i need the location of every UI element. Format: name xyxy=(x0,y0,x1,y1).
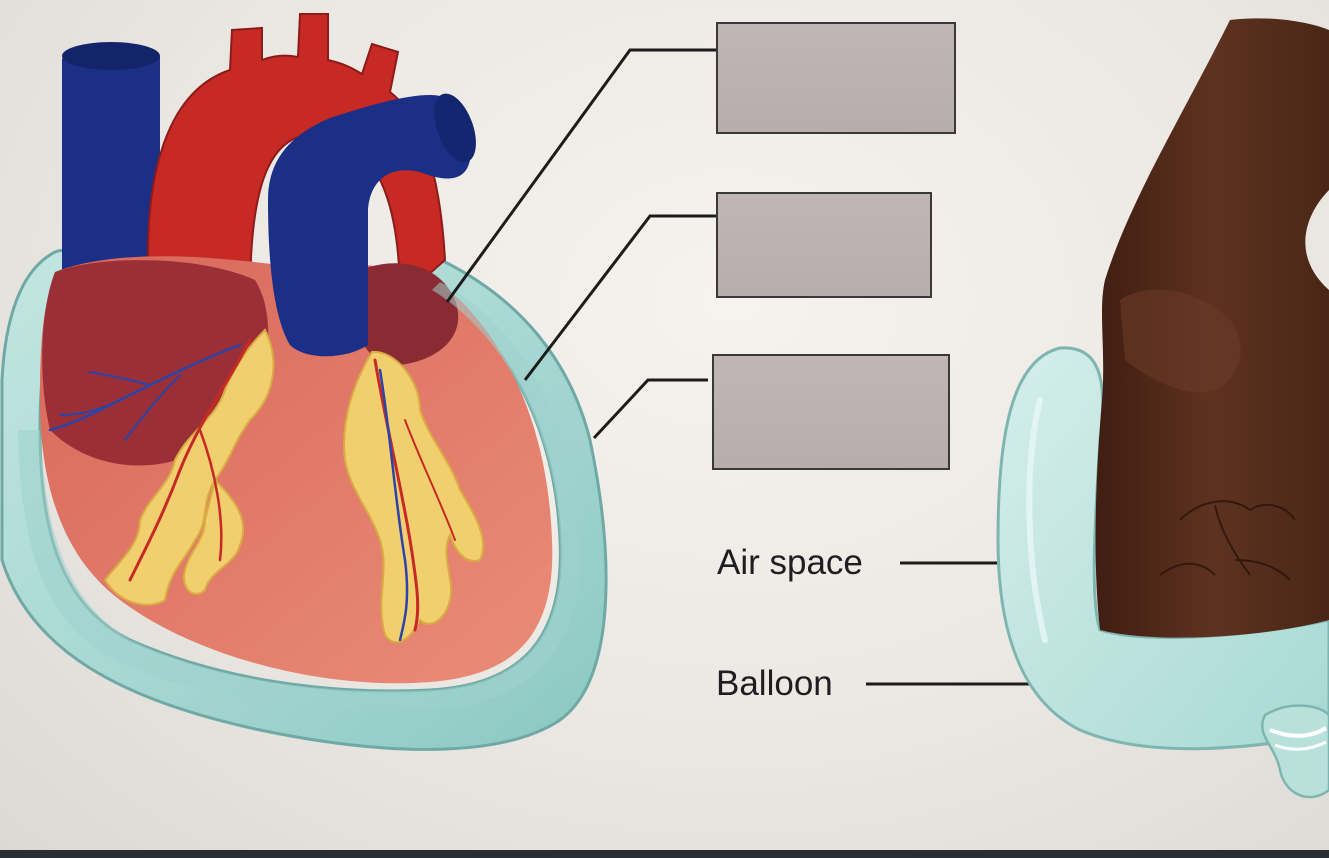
answer-box-2[interactable] xyxy=(716,192,932,298)
leader-line-2 xyxy=(523,214,716,381)
pulmonary-opening xyxy=(434,93,476,163)
left-atrium xyxy=(355,263,459,365)
fist-creases xyxy=(1159,500,1296,581)
pericardium-inner-layer xyxy=(18,282,581,711)
answer-box-3[interactable] xyxy=(712,354,950,470)
vena-cava-opening xyxy=(62,42,160,70)
leader-line-1 xyxy=(445,48,716,303)
balloon-highlight xyxy=(1026,397,1048,643)
bottom-edge-bar xyxy=(0,850,1329,858)
fist-in-balloon xyxy=(996,18,1329,799)
fist-knuckle-shading xyxy=(1120,289,1241,393)
leader-lines xyxy=(445,48,1075,686)
air-space-label: Air space xyxy=(717,543,863,582)
pulmonary-trunk xyxy=(268,95,472,357)
leader-line-3 xyxy=(592,378,708,440)
superior-vena-cava xyxy=(62,46,160,301)
coronary-fat-anterior xyxy=(343,350,485,644)
answer-box-1[interactable] xyxy=(716,22,956,134)
balloon-knot xyxy=(1261,704,1329,799)
coronary-fat-branch xyxy=(183,478,245,595)
heart xyxy=(0,13,608,751)
balloon-label: Balloon xyxy=(716,664,833,703)
coronary-vessels xyxy=(48,338,456,642)
